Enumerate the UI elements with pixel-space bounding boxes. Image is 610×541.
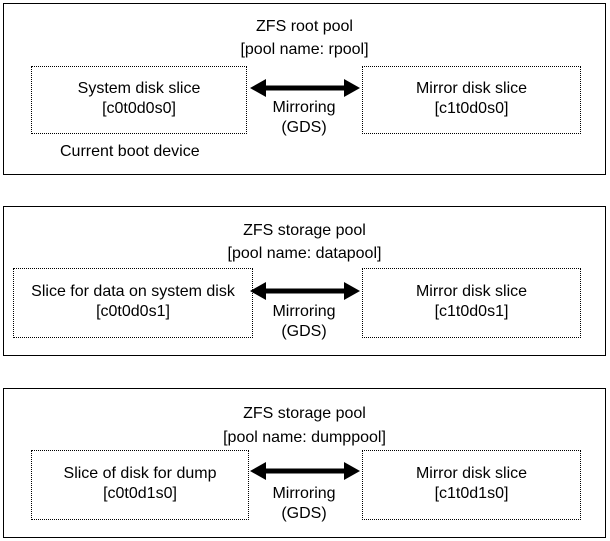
pool-box-datapool xyxy=(3,206,606,356)
mirroring-label: Mirroring xyxy=(272,303,336,320)
slice-name: System disk slice xyxy=(77,80,201,97)
left-slice: Slice for data on system disk [c0t0d0s1] xyxy=(13,268,253,338)
slice-device: [c0t0d0s0] xyxy=(102,100,176,117)
mirroring-label: Mirroring xyxy=(272,99,336,116)
left-slice: System disk slice [c0t0d0s0] xyxy=(31,66,247,134)
pool-name: [pool name: dumppool] xyxy=(223,429,386,446)
pool-name: [pool name: rpool] xyxy=(240,41,369,58)
slice-name: Slice for data on system disk xyxy=(31,283,235,300)
pool-box-dumppool xyxy=(3,388,606,538)
slice-name: Mirror disk slice xyxy=(415,283,528,300)
slice-name: Slice of disk for dump xyxy=(63,465,217,482)
pool-title: ZFS root pool xyxy=(256,18,353,35)
slice-name: Mirror disk slice xyxy=(415,465,528,482)
right-slice: Mirror disk slice [c1t0d0s0] xyxy=(362,66,581,134)
left-slice: Slice of disk for dump [c0t0d1s0] xyxy=(31,450,249,520)
mirroring-label: Mirroring xyxy=(272,485,336,502)
slice-device: [c1t0d1s0] xyxy=(434,485,509,502)
slice-device: [c1t0d0s0] xyxy=(434,100,509,117)
slice-device: [c1t0d0s1] xyxy=(434,303,509,320)
pool-name: [pool name: datapool] xyxy=(227,245,382,262)
pool-title: ZFS storage pool xyxy=(243,405,366,422)
pool-title: ZFS storage pool xyxy=(243,222,366,239)
slice-device: [c0t0d0s1] xyxy=(96,303,170,320)
gds-label: (GDS) xyxy=(281,119,327,136)
gds-label: (GDS) xyxy=(281,323,327,340)
slice-device: [c0t0d1s0] xyxy=(103,485,177,502)
mirror-arrow xyxy=(250,79,360,97)
mirror-arrow xyxy=(250,462,360,480)
right-slice: Mirror disk slice [c1t0d1s0] xyxy=(362,450,581,520)
right-slice: Mirror disk slice [c1t0d0s1] xyxy=(362,268,581,338)
slice-name: Mirror disk slice xyxy=(415,80,528,97)
gds-label: (GDS) xyxy=(281,505,327,522)
current-boot-device-note: Current boot device xyxy=(60,143,200,160)
mirror-arrow xyxy=(250,282,360,300)
